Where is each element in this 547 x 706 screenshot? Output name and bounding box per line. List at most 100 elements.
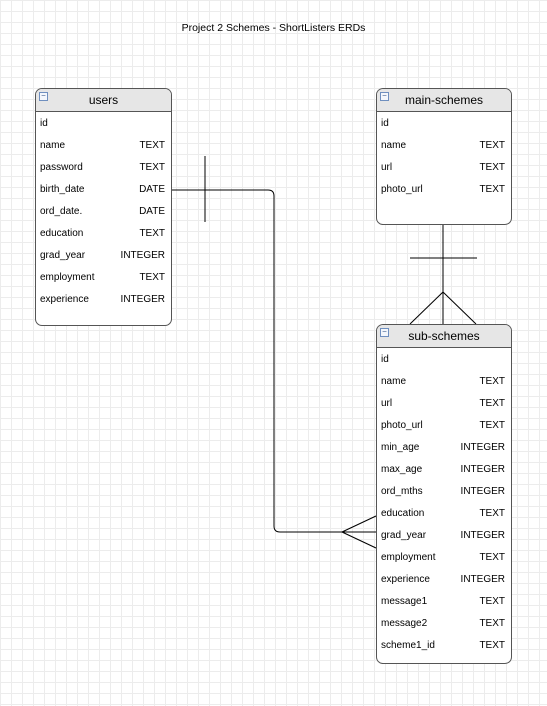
field-type: TEXT	[139, 228, 165, 239]
field-row[interactable]: grad_year INTEGER	[36, 245, 171, 267]
field-row[interactable]: experience INTEGER	[36, 289, 171, 311]
field-type: TEXT	[479, 552, 505, 563]
field-type: TEXT	[139, 162, 165, 173]
field-type: DATE	[139, 184, 165, 195]
field-name: id	[40, 118, 48, 129]
field-name: max_age	[381, 464, 423, 475]
field-name: grad_year	[40, 250, 86, 261]
field-name: experience	[381, 574, 430, 585]
field-name: education	[381, 508, 425, 519]
field-name: password	[40, 162, 83, 173]
field-row[interactable]: photo_url TEXT	[377, 415, 511, 437]
field-type: TEXT	[479, 640, 505, 651]
field-name: name	[381, 376, 407, 387]
entity-main-schemes-name: main-schemes	[404, 93, 484, 107]
field-row[interactable]: education TEXT	[36, 223, 171, 245]
sub-schemes-many-marker-right	[442, 291, 477, 325]
field-type: TEXT	[479, 596, 505, 607]
field-type: INTEGER	[460, 486, 505, 497]
field-name: id	[381, 354, 389, 365]
field-row[interactable]: scheme1_id TEXT	[377, 635, 511, 657]
field-type: TEXT	[479, 508, 505, 519]
field-name: photo_url	[381, 420, 423, 431]
field-row[interactable]: name TEXT	[36, 135, 171, 157]
field-type: INTEGER	[460, 464, 505, 475]
field-type: TEXT	[479, 398, 505, 409]
collapse-icon[interactable]: −	[39, 92, 48, 101]
field-name: grad_year	[381, 530, 427, 541]
entity-users-name: users	[88, 93, 119, 107]
field-row[interactable]: message1 TEXT	[377, 591, 511, 613]
field-row[interactable]: photo_url TEXT	[377, 179, 511, 201]
field-name: ord_date.	[40, 206, 83, 217]
field-row[interactable]: name TEXT	[377, 371, 511, 393]
field-type: TEXT	[479, 618, 505, 629]
field-row[interactable]: url TEXT	[377, 393, 511, 415]
field-type: TEXT	[479, 376, 505, 387]
field-type: INTEGER	[460, 442, 505, 453]
users-sub-schemes-connector[interactable]	[172, 189, 376, 533]
entity-users-header[interactable]: − users	[36, 89, 171, 112]
field-type: INTEGER	[460, 574, 505, 585]
collapse-icon[interactable]: −	[380, 328, 389, 337]
field-row[interactable]: id	[377, 349, 511, 371]
field-row[interactable]: min_age INTEGER	[377, 437, 511, 459]
field-row[interactable]: employment TEXT	[377, 547, 511, 569]
field-type: TEXT	[479, 162, 505, 173]
field-row[interactable]: experience INTEGER	[377, 569, 511, 591]
field-name: name	[40, 140, 66, 151]
field-name: experience	[40, 294, 89, 305]
field-row[interactable]: password TEXT	[36, 157, 171, 179]
field-name: id	[381, 118, 389, 129]
entity-sub-schemes-header[interactable]: − sub-schemes	[377, 325, 511, 348]
entity-sub-schemes-name: sub-schemes	[408, 329, 480, 343]
collapse-icon[interactable]: −	[380, 92, 389, 101]
field-type: TEXT	[479, 184, 505, 195]
field-row[interactable]: max_age INTEGER	[377, 459, 511, 481]
field-row[interactable]: ord_date. DATE	[36, 201, 171, 223]
field-row[interactable]: education TEXT	[377, 503, 511, 525]
field-name: min_age	[381, 442, 420, 453]
sub-schemes-many-marker-left	[409, 291, 444, 325]
field-row[interactable]: message2 TEXT	[377, 613, 511, 635]
field-row[interactable]: birth_date DATE	[36, 179, 171, 201]
field-name: birth_date	[40, 184, 85, 195]
field-row[interactable]: employment TEXT	[36, 267, 171, 289]
field-name: scheme1_id	[381, 640, 435, 651]
field-type: DATE	[139, 206, 165, 217]
field-row[interactable]: url TEXT	[377, 157, 511, 179]
sub-schemes-many-marker-bottom	[341, 531, 377, 549]
field-name: name	[381, 140, 407, 151]
diagram-title: Project 2 Schemes - ShortListers ERDs	[181, 22, 366, 34]
field-name: education	[40, 228, 84, 239]
field-row[interactable]: name TEXT	[377, 135, 511, 157]
field-type: TEXT	[139, 140, 165, 151]
field-type: TEXT	[479, 140, 505, 151]
field-type: INTEGER	[460, 530, 505, 541]
field-row[interactable]: id	[36, 113, 171, 135]
field-type: TEXT	[479, 420, 505, 431]
field-row[interactable]: grad_year INTEGER	[377, 525, 511, 547]
field-type: INTEGER	[120, 294, 165, 305]
field-name: url	[381, 162, 393, 173]
field-name: message2	[381, 618, 428, 629]
field-name: photo_url	[381, 184, 423, 195]
field-row[interactable]: id	[377, 113, 511, 135]
field-name: url	[381, 398, 393, 409]
field-name: ord_mths	[381, 486, 423, 497]
field-name: employment	[381, 552, 436, 563]
field-type: TEXT	[139, 272, 165, 283]
field-row[interactable]: ord_mths INTEGER	[377, 481, 511, 503]
field-type: INTEGER	[120, 250, 165, 261]
field-name: employment	[40, 272, 95, 283]
entity-main-schemes-header[interactable]: − main-schemes	[377, 89, 511, 112]
field-name: message1	[381, 596, 428, 607]
sub-schemes-many-marker-top	[341, 515, 377, 533]
